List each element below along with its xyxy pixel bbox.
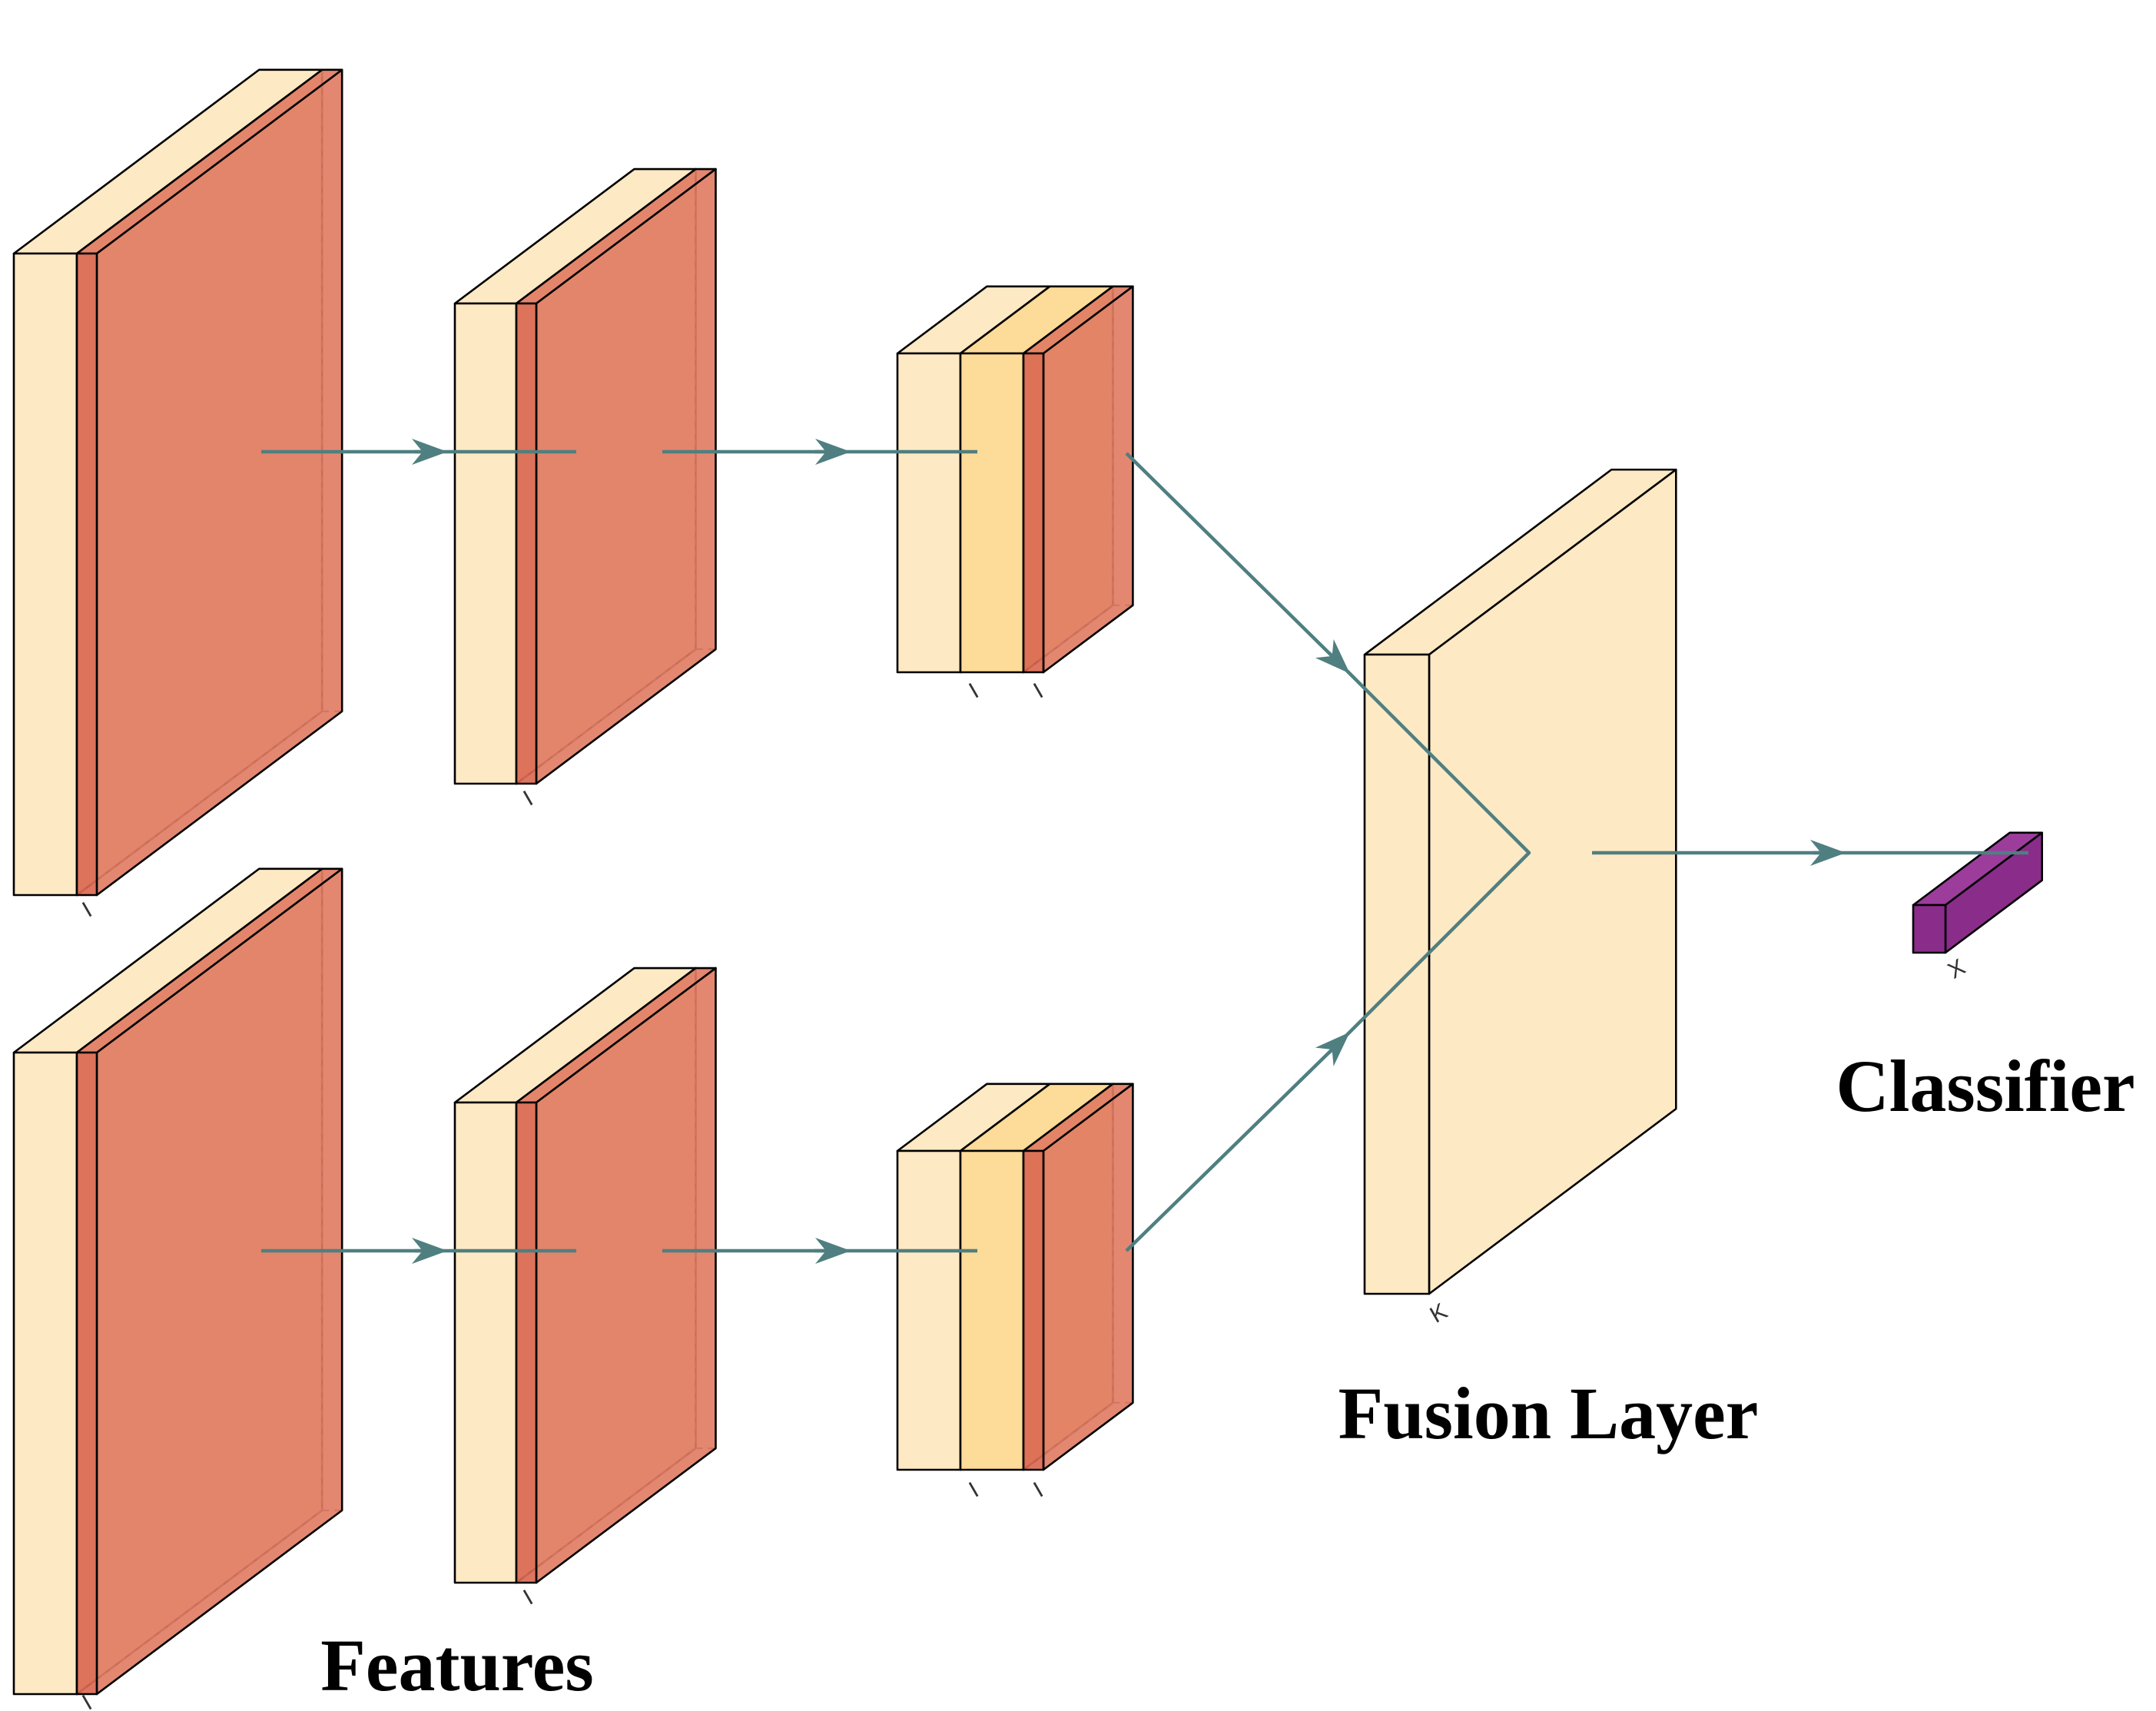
features-label: Features (320, 1624, 593, 1706)
arrow-bottom-to-fusion (1125, 1032, 1350, 1252)
tick-top-3b: I (1030, 678, 1048, 704)
fusion-block-front (1363, 653, 1431, 1295)
tick-fusion: K (1426, 1298, 1452, 1328)
classifier-label: Classifier (1836, 1045, 2134, 1127)
layer-blocks (12, 68, 2043, 1696)
fusion-block (1363, 468, 1677, 1295)
tick-bottom-3b: I (1030, 1477, 1048, 1503)
top-stage2-act (515, 167, 717, 785)
classifier-block-front (1912, 904, 1947, 954)
bottom-stage1-conv-front (12, 1051, 78, 1696)
top-stage1-act (75, 68, 343, 897)
tick-top-1: I (78, 897, 97, 923)
tick-top-3a: I (965, 678, 983, 704)
top-stage3-conv-front (896, 352, 962, 674)
bottom-stage2-act-front (515, 1101, 538, 1584)
bottom-stage3-act (1022, 1083, 1134, 1471)
bottom-stage3-conv2-front (959, 1149, 1025, 1471)
tick-top-2: I (519, 786, 538, 811)
top-stage3-act (1022, 285, 1134, 674)
classifier-block (1912, 831, 2043, 954)
top-stage1-conv-front (12, 252, 78, 897)
top-stage2-act-front (515, 302, 538, 785)
bottom-stage3-act-side (1042, 1083, 1134, 1471)
bottom-stage2-act (515, 967, 717, 1584)
bottom-stage1-act (75, 867, 343, 1696)
fusion-merge (1328, 652, 1531, 1054)
top-stage2-conv-front (453, 302, 518, 785)
flow-arrows (261, 439, 2028, 1264)
bottom-stage2-conv-front (453, 1101, 518, 1584)
top-stage3-act-side (1042, 285, 1134, 674)
bottom-stage3-conv-front (896, 1149, 962, 1471)
top-stage3-act-front (1022, 352, 1045, 674)
fusion-layer-label: Fusion Layer (1338, 1372, 1759, 1454)
tick-classifier: X (1944, 954, 1970, 984)
arrow-top-to-fusion (1125, 452, 1350, 674)
tick-bottom-2: I (519, 1585, 538, 1610)
bottom-stage3-act-front (1022, 1149, 1045, 1471)
tick-bottom-3a: I (965, 1477, 983, 1503)
bottom-stage1-act-front (75, 1051, 98, 1696)
top-stage1-act-front (75, 252, 98, 897)
top-stage3-conv2-front (959, 352, 1025, 674)
